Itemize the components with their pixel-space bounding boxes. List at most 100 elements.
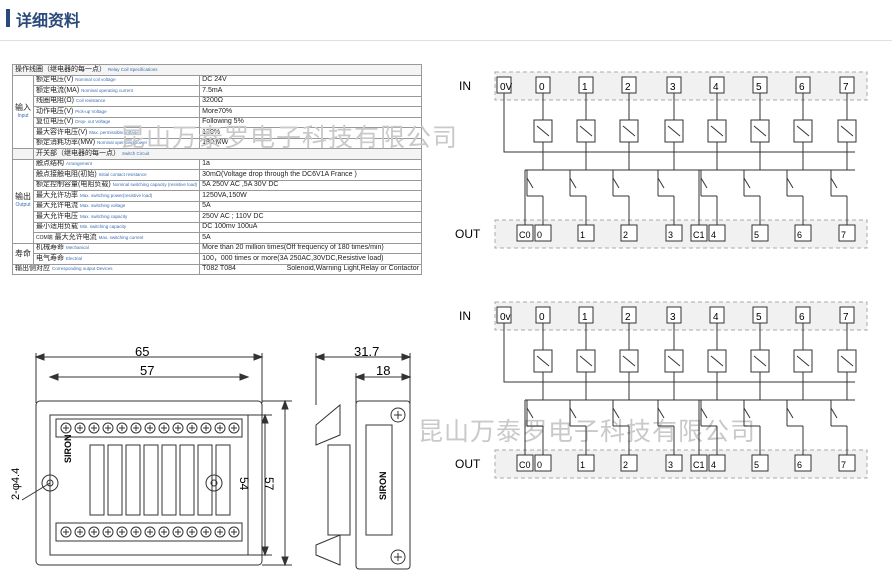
- out-terminal-label: C0: [519, 230, 531, 240]
- row-label-en: Arrangement: [65, 161, 92, 167]
- in-terminal-label: 0: [539, 82, 545, 93]
- relay-switch: [830, 407, 838, 419]
- row-label: 线圈电阻(Ω): [36, 97, 74, 105]
- in-terminal-label: 3: [670, 312, 676, 323]
- in-terminal-label: 0v: [500, 312, 511, 323]
- dim-54: 54: [237, 477, 251, 491]
- row-value: 5A 250V AC ,5A 30V DC: [199, 179, 422, 191]
- row-value: 7.5mA: [199, 85, 422, 97]
- screw-terminal: [172, 526, 184, 538]
- in-terminal-label: 5: [756, 82, 762, 93]
- relay-switch: [786, 177, 794, 189]
- life-group-label: 寿命: [12, 242, 34, 265]
- row-value: 1250VA,150W: [199, 190, 422, 202]
- screw-terminal: [186, 526, 198, 538]
- relay-switch: [612, 177, 620, 189]
- row-label: 最大容许电压(V): [36, 128, 88, 136]
- side-brand-label: SIRON: [378, 471, 388, 500]
- header-accent-bar: [6, 9, 10, 27]
- row-label-en: Min. switching capacity: [79, 224, 126, 230]
- in-terminal-label: 4: [713, 82, 719, 93]
- relay-switch: [830, 177, 838, 189]
- screw-terminal: [200, 526, 212, 538]
- row-value: DC 100mv 100uA: [199, 221, 422, 233]
- screw-terminal: [88, 422, 100, 434]
- relay-switch: [526, 177, 534, 189]
- screw-terminal: [144, 422, 156, 434]
- screw-terminal: [228, 422, 240, 434]
- screw-terminal: [60, 422, 72, 434]
- out-terminal-label: 3: [668, 460, 673, 470]
- in-terminal-label: 7: [843, 312, 849, 323]
- row-value: 1a: [199, 158, 422, 170]
- section-header: 详细资料: [0, 0, 892, 41]
- screw-terminal: [214, 422, 226, 434]
- relay-switch: [743, 407, 751, 419]
- row-value: 250V AC ; 110V DC: [199, 211, 422, 223]
- out-terminal-label: 7: [841, 460, 846, 470]
- screw-terminal: [158, 526, 170, 538]
- relay-switch: [743, 177, 751, 189]
- in-label: IN: [459, 79, 471, 93]
- out-terminal-label: C0: [519, 460, 531, 470]
- screw-terminal: [144, 526, 156, 538]
- row-value: 5A: [199, 200, 422, 212]
- row-label: 最大允许电流: [36, 202, 78, 210]
- row-label: 动作电压(V): [36, 107, 74, 115]
- out-terminal-label: 5: [754, 460, 759, 470]
- out-terminal-label: 7: [841, 230, 846, 240]
- row-label: 最大允许电流: [54, 233, 97, 241]
- switch-header: 开关部（继电器的每一点） Switch Circuit: [33, 148, 422, 160]
- relay-switch: [569, 177, 577, 189]
- out-terminal-label: 0: [537, 460, 542, 470]
- row-label: 额定控制容量(电阻负载): [36, 181, 111, 189]
- row-label: 触点接触电阻(初始): [36, 170, 97, 178]
- row-label: 最大允许功率: [36, 191, 78, 199]
- row-label: 最大允许电压: [36, 212, 78, 220]
- coil-header: 操作线圈（继电器的每一点） Relay Coil Specifications: [12, 64, 422, 76]
- table-row: 最大允许功率 Max. switching power(resistive lo…: [13, 190, 422, 202]
- row-value: 120%: [199, 127, 422, 139]
- row-value: More than 20 million times(Off frequency…: [199, 242, 422, 254]
- screw-terminal: [172, 422, 184, 434]
- relay-switch: [700, 407, 708, 419]
- row-label: 额定电流(MA): [36, 86, 80, 94]
- row-label: 额定电压(V): [36, 76, 74, 84]
- out-terminal-label: 1: [580, 460, 585, 470]
- row-label-en: Nominal coil voltage: [75, 77, 116, 83]
- out-terminal-label: 6: [797, 460, 802, 470]
- screw-terminal: [186, 422, 198, 434]
- row-label-en: Nominal switching capacity (resistive lo…: [112, 182, 198, 188]
- brand-label: SIRON: [63, 434, 73, 463]
- in-terminal-label: 4: [713, 312, 719, 323]
- row-label-en: Nominal operating power: [97, 140, 148, 146]
- screw-terminal: [200, 422, 212, 434]
- in-terminal-label: 0V: [500, 82, 513, 93]
- dim-31-7: 31.7: [354, 344, 379, 359]
- row-label-en: Mechanical: [65, 245, 89, 251]
- screw-terminal: [102, 526, 114, 538]
- row-label: 最小适用负载: [36, 223, 78, 231]
- out-terminal-label: C1: [693, 460, 705, 470]
- row-label-en: Max. switching power(resistive load): [79, 192, 153, 198]
- row-value: DC 24V: [199, 74, 422, 86]
- screw-terminal: [102, 422, 114, 434]
- in-terminal-label: 7: [843, 82, 849, 93]
- dim-57-width: 57: [140, 363, 154, 378]
- relay-switch: [786, 407, 794, 419]
- row-label: 复位电压(V): [36, 118, 74, 126]
- relay-switch: [657, 407, 665, 419]
- row-label-en: Drop- out Voltage: [75, 119, 111, 125]
- relay-switch: [569, 407, 577, 419]
